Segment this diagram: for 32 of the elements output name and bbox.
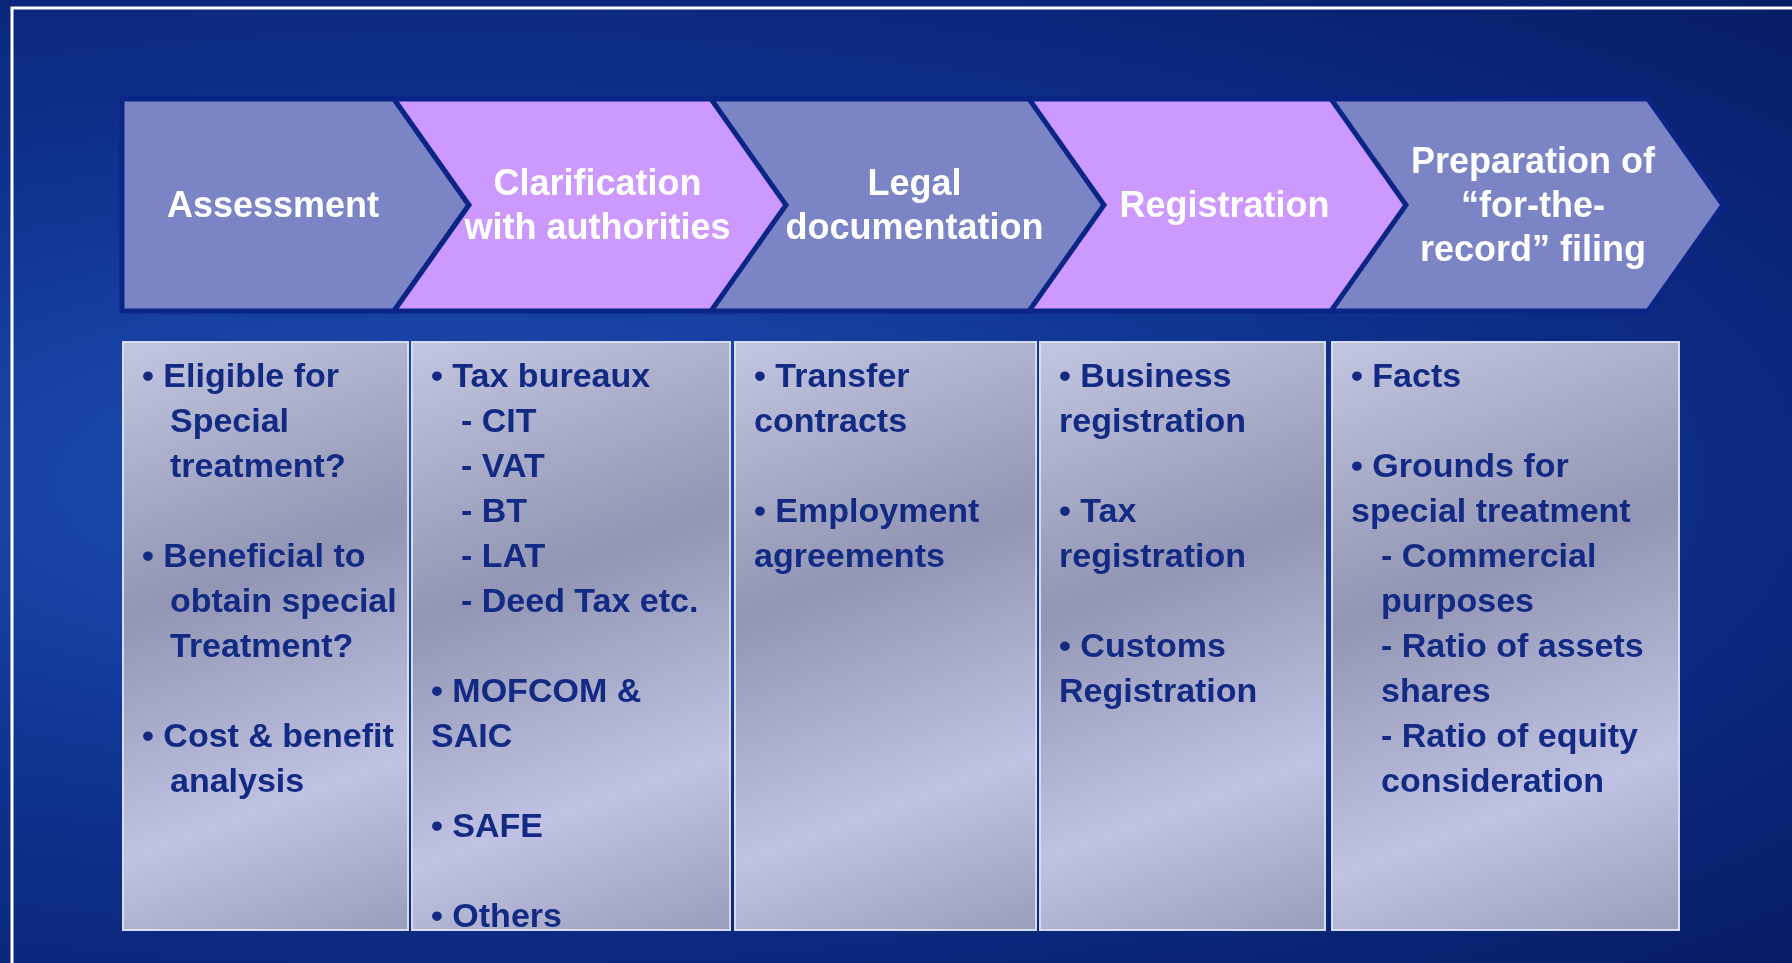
bullet-text: • SAFE	[431, 805, 545, 846]
content-panel	[1039, 341, 1326, 931]
content-panel	[734, 341, 1037, 931]
bullet-text: - Deed Tax etc.	[461, 580, 700, 621]
bullet-text: - Commercial purposes	[1381, 535, 1598, 621]
bullet-text: • Cost & benefit analysis	[142, 715, 395, 801]
bullet-text: • Customs Registration	[1059, 625, 1259, 711]
content-panel	[122, 341, 409, 931]
bullet-text: • Business registration	[1059, 355, 1248, 441]
bullet-text: • MOFCOM & SAIC	[431, 670, 643, 756]
bullet-text: • Beneficial to obtain special Treatment?	[142, 535, 398, 666]
content-panel	[1331, 341, 1680, 931]
bullet-text: • Tax bureaux	[431, 355, 652, 396]
step-title: Registration	[1119, 183, 1330, 227]
bullet-text: • Tax registration	[1059, 490, 1248, 576]
bullet-text: - BT	[461, 490, 529, 531]
content-panel	[411, 341, 731, 931]
step-title: Clarification with authorities	[463, 161, 732, 249]
bullet-text: • Eligible for Special treatment?	[142, 355, 347, 486]
bullet-text: - CIT	[461, 400, 538, 441]
bullet-text: • Employment agreements	[754, 490, 981, 576]
bullet-text: - VAT	[461, 445, 546, 486]
bullet-text: - Ratio of equity consideration	[1381, 715, 1639, 801]
step-title: Legal documentation	[784, 161, 1045, 249]
bullet-text: • Others	[431, 895, 563, 936]
bullet-text: • Transfer contracts	[754, 355, 911, 441]
bullet-text: - LAT	[461, 535, 547, 576]
bullet-text: • Grounds for special treatment	[1351, 445, 1632, 531]
step-title: Preparation of “for-the-record” filing	[1409, 139, 1656, 271]
step-title: Assessment	[166, 183, 380, 227]
bullet-text: - Ratio of assets shares	[1381, 625, 1645, 711]
bullet-text: • Facts	[1351, 355, 1463, 396]
